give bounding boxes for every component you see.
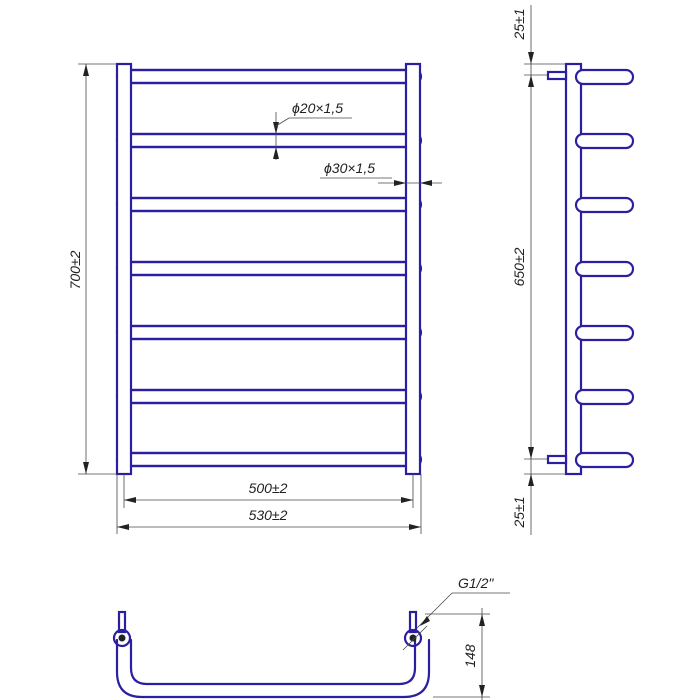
rung — [115, 260, 423, 277]
top-view-rung-outer — [115, 638, 431, 699]
side-rungs — [574, 68, 635, 469]
top-connector — [546, 70, 568, 81]
right-stub — [408, 610, 418, 634]
depth-label: 148 — [462, 644, 478, 668]
right-collector-section — [403, 628, 423, 648]
dimension-height: 700±2 — [67, 63, 117, 475]
callout-pipe-small: ϕ20×1,5 — [273, 100, 352, 160]
total-width-label: 530±2 — [249, 507, 288, 523]
callout-pipe-large: ϕ30×1,5 — [320, 160, 442, 186]
rung — [115, 132, 423, 149]
axes-width-label: 500±2 — [249, 480, 288, 496]
bottom-connector — [546, 454, 568, 465]
rung-overlays — [129, 68, 408, 468]
side-view — [546, 62, 635, 476]
side-rung — [574, 68, 635, 86]
left-collector — [115, 62, 133, 476]
left-stub — [117, 610, 127, 634]
rung — [115, 388, 423, 405]
side-top-label: 25±1 — [511, 8, 527, 40]
left-collector-section — [112, 628, 132, 648]
side-rung — [574, 388, 635, 406]
rung — [115, 196, 423, 213]
pipe-small-label: ϕ20×1,5 — [292, 100, 343, 116]
rungs — [115, 68, 423, 468]
side-rung — [574, 324, 635, 342]
side-rung — [574, 132, 635, 150]
height-label: 700±2 — [67, 250, 83, 289]
rung — [115, 451, 423, 468]
side-axes-label: 650±2 — [511, 247, 527, 286]
dimension-axes-width: 500±2 — [123, 474, 414, 508]
dimension-total-width: 530±2 — [116, 474, 422, 534]
side-rung — [574, 260, 635, 278]
side-rung — [574, 451, 635, 469]
pipe-large-label: ϕ30×1,5 — [324, 160, 375, 176]
side-bottom-label: 25±1 — [511, 496, 527, 528]
right-collector — [404, 62, 422, 476]
dimension-side: 25±1 650±2 25±1 — [511, 5, 566, 535]
rung — [115, 68, 423, 85]
top-view-rung-inner — [129, 638, 417, 686]
front-view — [115, 62, 423, 476]
thread-label: G1/2" — [458, 575, 494, 591]
rung — [115, 324, 423, 341]
side-rung — [574, 196, 635, 214]
callout-thread: G1/2" — [402, 575, 510, 651]
top-view — [112, 610, 431, 699]
dimension-depth: 148 — [425, 608, 490, 700]
